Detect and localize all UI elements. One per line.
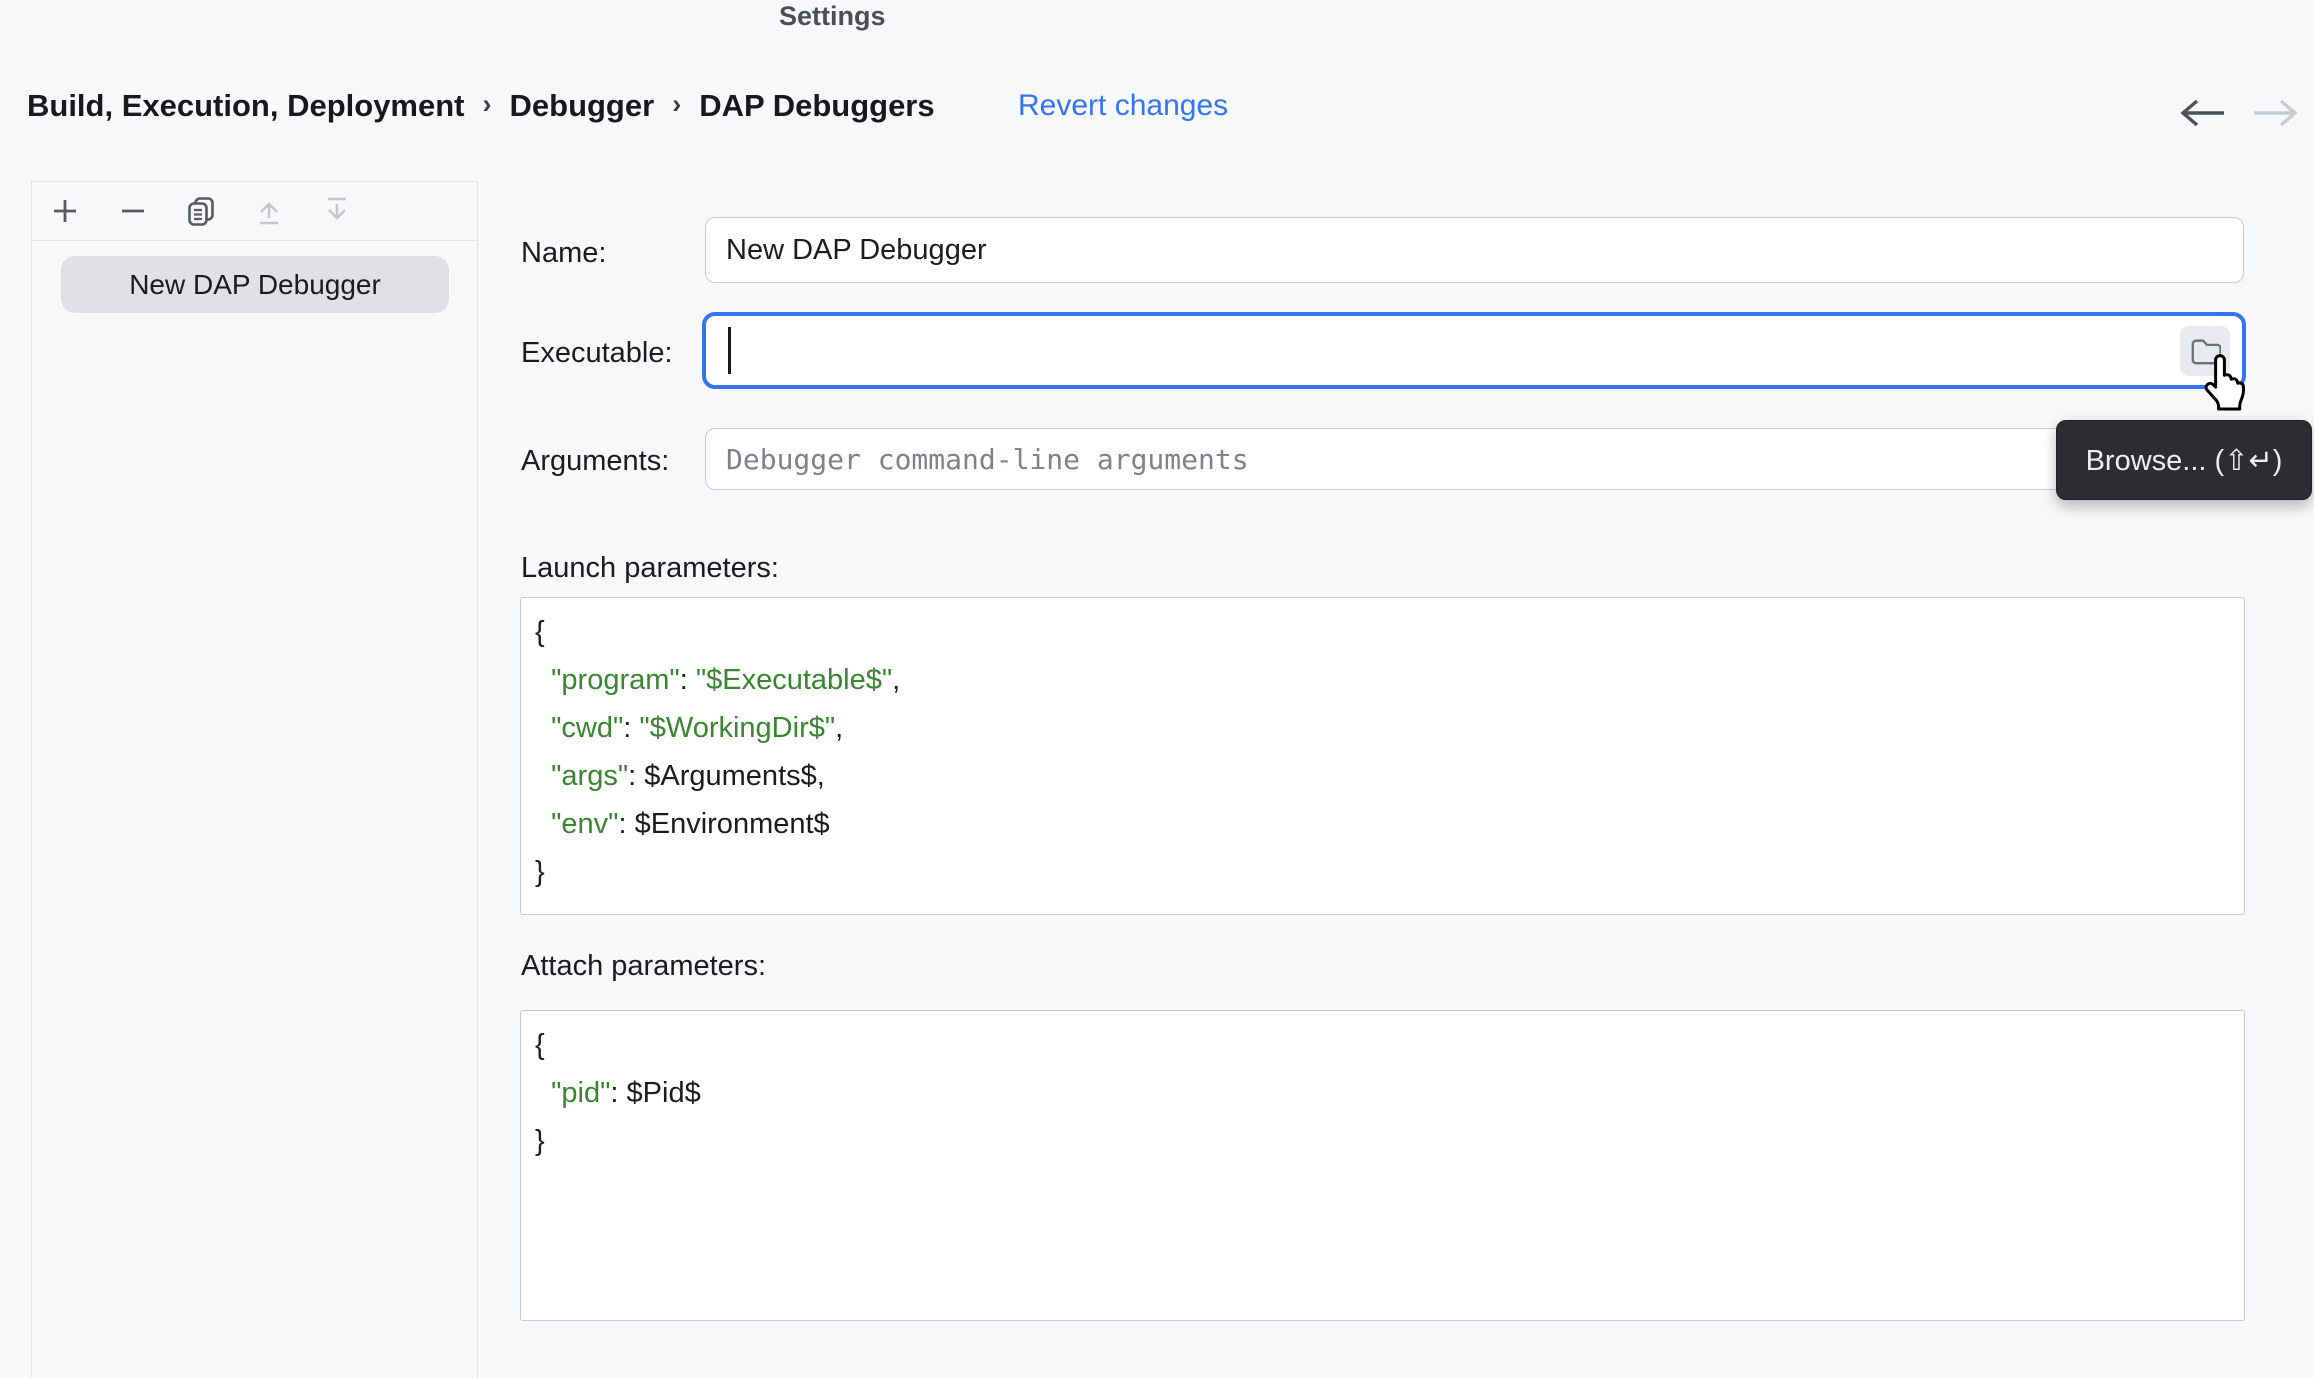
launch-parameters-label: Launch parameters:: [521, 552, 779, 584]
debugger-list-panel: New DAP Debugger: [31, 181, 478, 1378]
executable-input[interactable]: [706, 316, 2242, 385]
revert-changes-link[interactable]: Revert changes: [1018, 89, 1229, 122]
breadcrumb-item-dap-debuggers[interactable]: DAP Debuggers: [699, 88, 935, 123]
folder-icon[interactable]: [2180, 325, 2230, 376]
browse-tooltip: Browse... (⇧↵): [2056, 420, 2312, 500]
breadcrumb-separator: ›: [482, 88, 492, 119]
name-label: Name:: [521, 237, 607, 269]
launch-parameters-editor[interactable]: { "program": "$Executable$", "cwd": "$Wo…: [520, 597, 2245, 915]
list-toolbar: [32, 182, 477, 241]
history-navigation: [2176, 94, 2302, 132]
breadcrumb: Build, Execution, Deployment › Debugger …: [27, 84, 935, 128]
executable-input-wrapper: [702, 312, 2246, 389]
attach-parameters-editor[interactable]: { "pid": $Pid$}: [520, 1010, 2245, 1321]
breadcrumb-item-debugger[interactable]: Debugger: [509, 88, 655, 123]
breadcrumb-item-build-execution-deployment[interactable]: Build, Execution, Deployment: [27, 88, 465, 123]
copy-icon[interactable]: [185, 195, 217, 227]
arguments-input[interactable]: [705, 428, 2244, 490]
move-up-icon[interactable]: [253, 195, 285, 227]
window-title: Settings: [779, 1, 886, 31]
arguments-label: Arguments:: [521, 445, 670, 477]
back-arrow-icon[interactable]: [2176, 94, 2228, 132]
forward-arrow-icon[interactable]: [2250, 94, 2302, 132]
debugger-list: New DAP Debugger: [32, 241, 477, 313]
list-item-new-dap-debugger[interactable]: New DAP Debugger: [61, 256, 449, 313]
text-caret: [728, 327, 731, 374]
name-input[interactable]: [705, 217, 2244, 283]
attach-parameters-label: Attach parameters:: [521, 950, 766, 982]
add-icon[interactable]: [49, 195, 81, 227]
move-down-icon[interactable]: [321, 195, 353, 227]
remove-icon[interactable]: [117, 195, 149, 227]
executable-label: Executable:: [521, 337, 673, 369]
breadcrumb-separator: ›: [672, 88, 682, 119]
